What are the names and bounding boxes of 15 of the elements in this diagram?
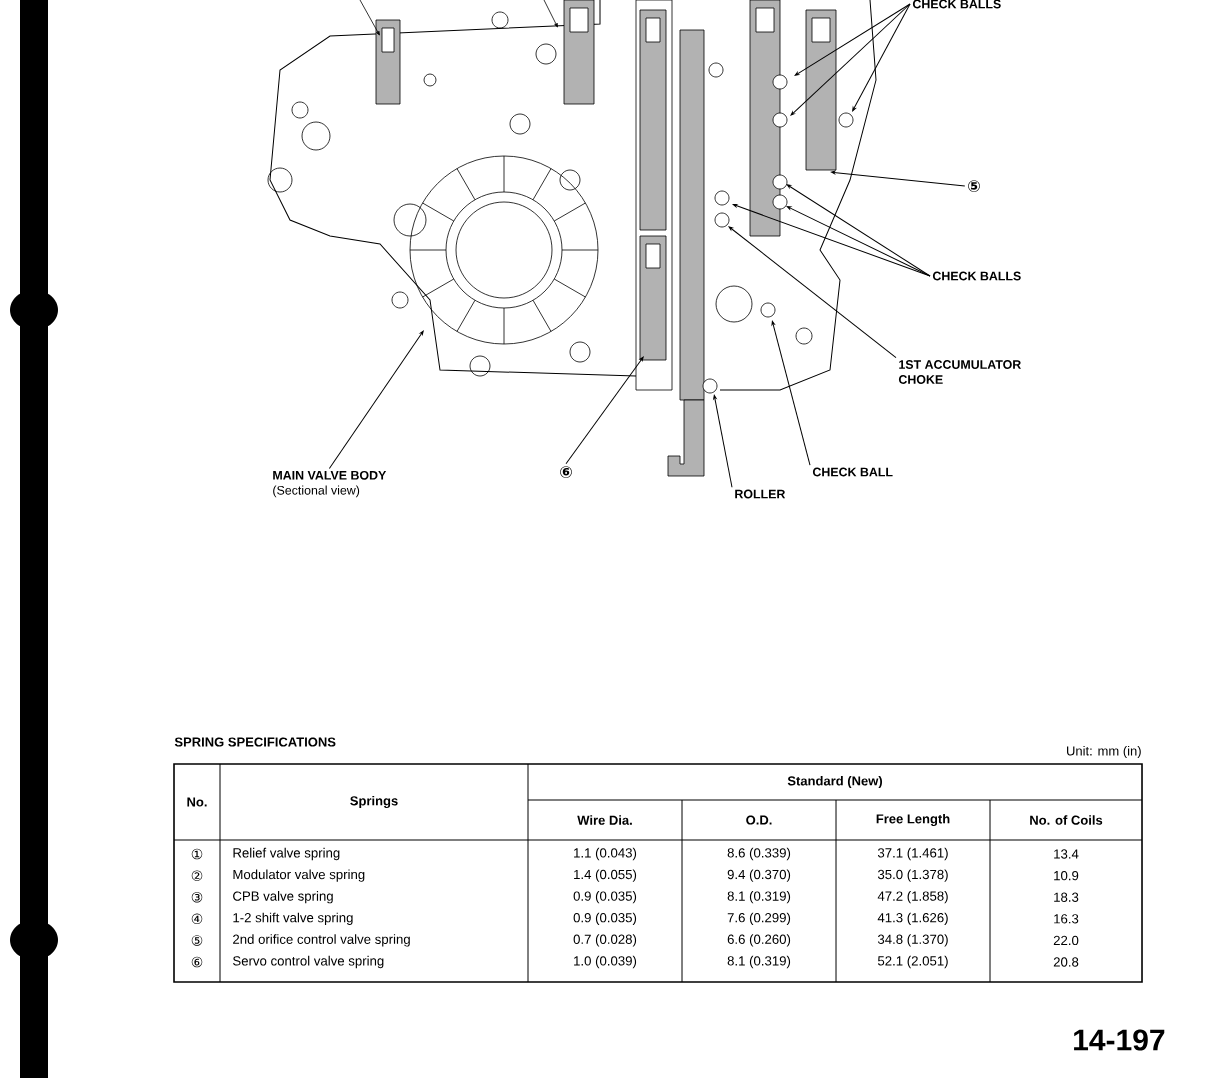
leader-line — [852, 3, 911, 112]
leader-line — [790, 3, 911, 116]
leader-line — [728, 226, 897, 359]
leader-line — [794, 3, 911, 76]
leader-line — [771, 320, 811, 466]
callout-number: ⑤ — [968, 180, 980, 192]
leader-line — [732, 203, 931, 277]
leader-line — [830, 170, 966, 187]
leader-line — [328, 330, 424, 469]
leader-line — [786, 206, 931, 277]
leader-line — [565, 356, 644, 465]
leader-line — [786, 184, 931, 277]
page-number: 14-197 — [1074, 1029, 1165, 1051]
callout-number: ⑥ — [560, 466, 572, 478]
leader-line — [713, 394, 733, 488]
